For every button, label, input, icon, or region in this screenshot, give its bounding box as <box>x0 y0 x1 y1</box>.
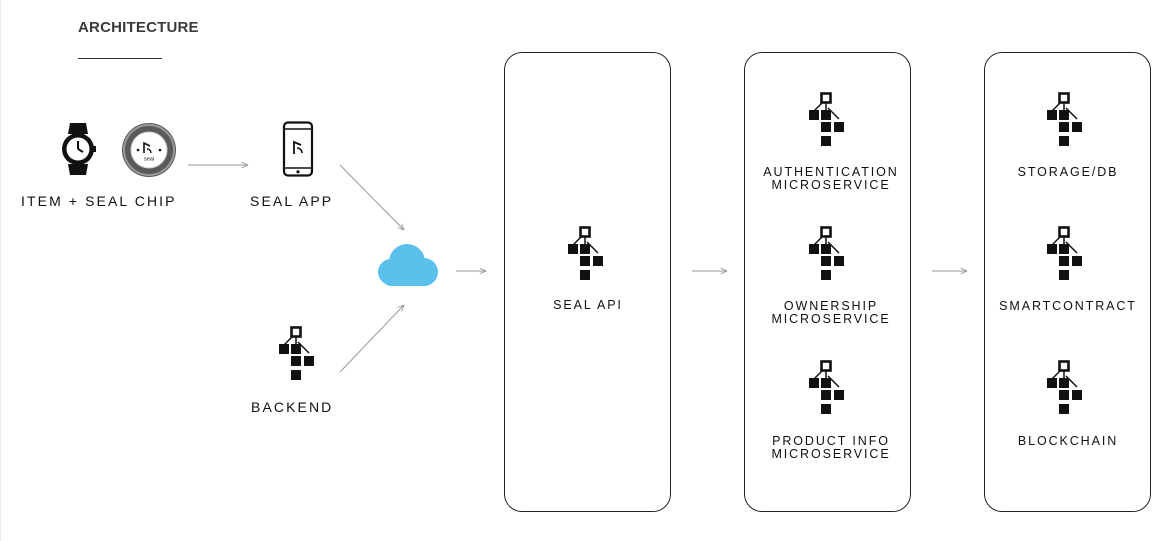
backend-label: BACKEND <box>251 399 334 415</box>
hierarchy-icon <box>568 226 603 280</box>
hierarchy-icon <box>809 226 844 280</box>
microservice-label-line: PRODUCT INFO <box>772 434 890 448</box>
hierarchy-icon <box>1047 360 1082 414</box>
hierarchy-icon <box>809 360 844 414</box>
hierarchy-icon <box>809 92 844 146</box>
phone-icon <box>282 121 314 177</box>
page-edge-rule <box>0 0 1 541</box>
item-seal-chip-label: ITEM + SEAL CHIP <box>21 193 177 209</box>
watch-icon <box>62 123 96 175</box>
microservice-label-line: MICROSERVICE <box>771 178 891 192</box>
microservice-label-line: MICROSERVICE <box>771 447 891 461</box>
ledger-box <box>984 52 1151 512</box>
blockchain-label: BLOCKCHAIN <box>1017 434 1119 448</box>
page-title: ARCHITECTURE <box>78 19 199 36</box>
hierarchy-icon <box>279 326 314 380</box>
seal-app-label: SEAL APP <box>250 193 334 209</box>
hierarchy-icon <box>1047 92 1082 146</box>
storage-db-label: STORAGE/DB <box>1017 165 1119 179</box>
seal-chip-icon: seal <box>122 123 176 177</box>
seal-api-box <box>504 52 671 512</box>
microservices-box <box>744 52 911 512</box>
arrow-backend-to-cloud <box>339 305 404 373</box>
seal-chip-text: seal <box>144 157 154 163</box>
smartcontract-label: SMARTCONTRACT <box>999 299 1137 313</box>
microservice-label-line: MICROSERVICE <box>771 312 891 326</box>
microservice-label-line: AUTHENTICATION <box>763 165 899 179</box>
title-underline <box>78 58 162 59</box>
microservice-label-line: OWNERSHIP <box>783 299 879 313</box>
seal-api-label: SEAL API <box>553 298 623 312</box>
cloud-icon <box>378 244 438 286</box>
hierarchy-icon <box>1047 226 1082 280</box>
arrow-app-to-cloud <box>339 164 404 230</box>
